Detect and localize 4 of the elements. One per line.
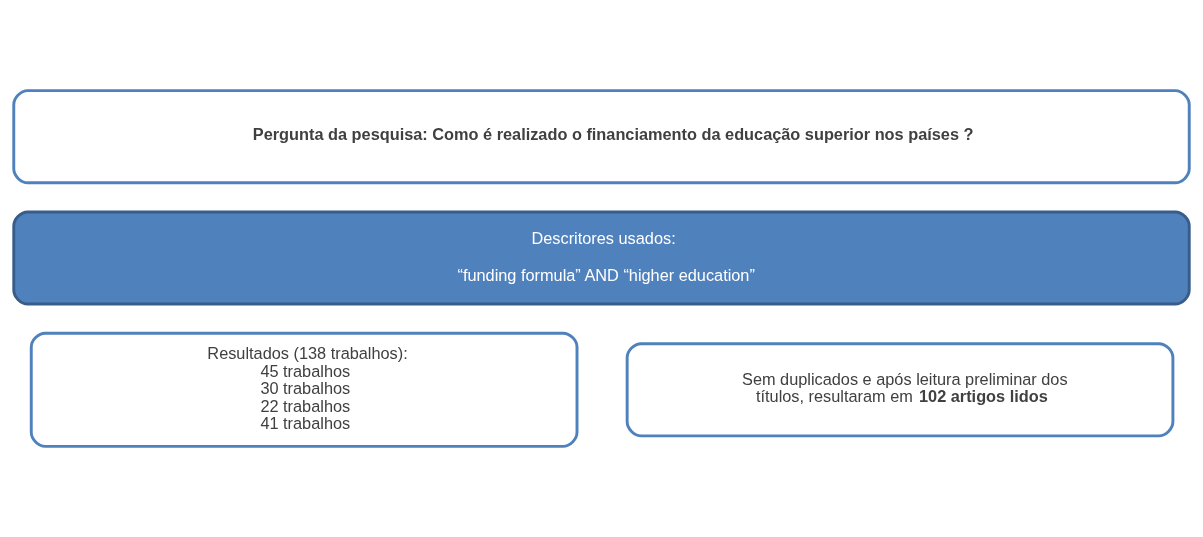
- node-box: Descritores usados: “funding formula” AND “higher education”: [12, 210, 1191, 306]
- node-box: Sem duplicados e após leitura preliminar dos títulos, resultaram em 102 artigos lidos: [625, 342, 1175, 438]
- node-box: Pergunta da pesquisa: Como é realizado o financiamento da educação superior nos países ?: [12, 89, 1191, 185]
- node-box: Resultados (138 trabalhos): 45 trabalhos 30 trabalhos 22 trabalhos 41 trabalhos: [29, 331, 579, 448]
